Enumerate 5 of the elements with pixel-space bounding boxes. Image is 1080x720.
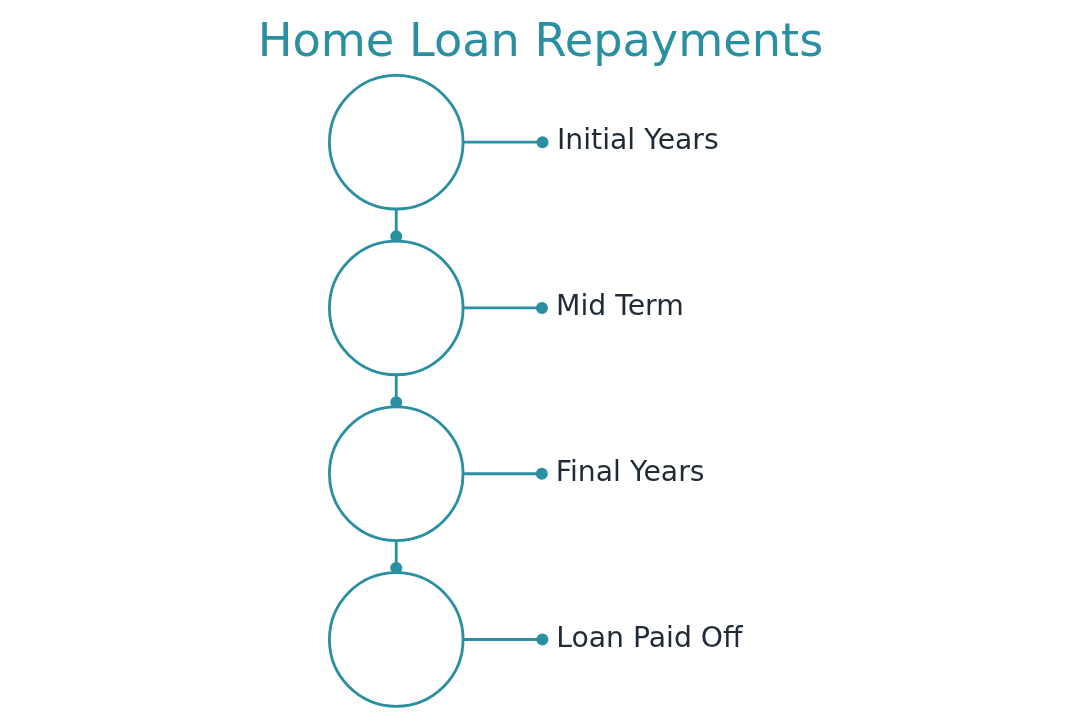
node-text: Loan Paid Off bbox=[555, 620, 743, 654]
node-text: Final Years bbox=[555, 454, 704, 488]
node-text: Mid Term bbox=[555, 289, 684, 323]
node-text: Initial Years bbox=[556, 123, 719, 157]
diagram-title: Home Loan Repayments bbox=[257, 12, 823, 67]
